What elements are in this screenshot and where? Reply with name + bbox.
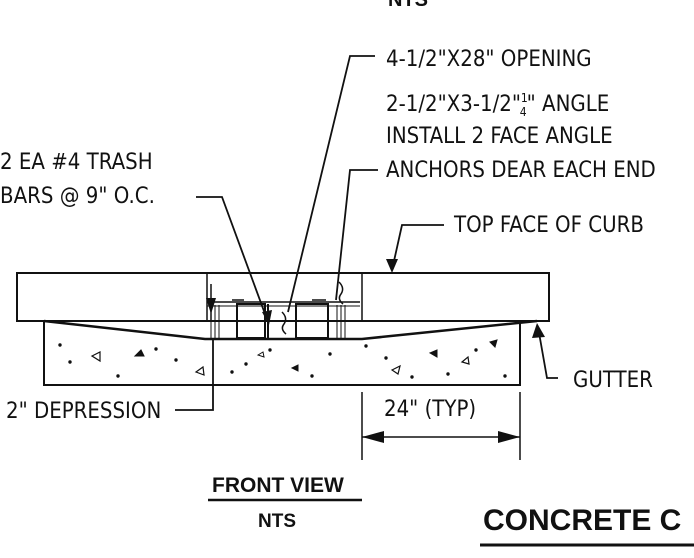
trash-bars-callout-line1: 2 EA #4 TRASH bbox=[0, 150, 153, 175]
gutter-depression-line bbox=[43, 319, 538, 341]
sheet-title: CONCRETE C bbox=[483, 504, 681, 537]
dimension-label: 24" (TYP) bbox=[384, 397, 476, 422]
view-scale: NTS bbox=[258, 511, 296, 532]
top-face-curb-callout: TOP FACE OF CURB bbox=[453, 213, 644, 238]
depression-callout: 2" DEPRESSION bbox=[6, 399, 161, 424]
gutter-body-outline bbox=[43, 321, 521, 386]
opening-detail bbox=[203, 281, 360, 339]
leader-lines bbox=[175, 55, 558, 411]
top-scale-label: NTS bbox=[388, 0, 428, 11]
trash-bars-callout-line2: BARS @ 9" O.C. bbox=[0, 184, 155, 209]
view-title: FRONT VIEW bbox=[212, 474, 344, 497]
dimension-24-typ bbox=[361, 392, 521, 460]
opening-callout: 4-1/2"X28" OPENING bbox=[386, 47, 592, 72]
concrete-hatch bbox=[58, 339, 507, 379]
gutter-callout: GUTTER bbox=[573, 368, 653, 393]
angle-callout-line3: ANCHORS DEAR EACH END bbox=[386, 158, 656, 183]
angle-callout-line2: INSTALL 2 FACE ANGLE bbox=[386, 124, 613, 149]
curb-top-slab bbox=[16, 272, 550, 322]
